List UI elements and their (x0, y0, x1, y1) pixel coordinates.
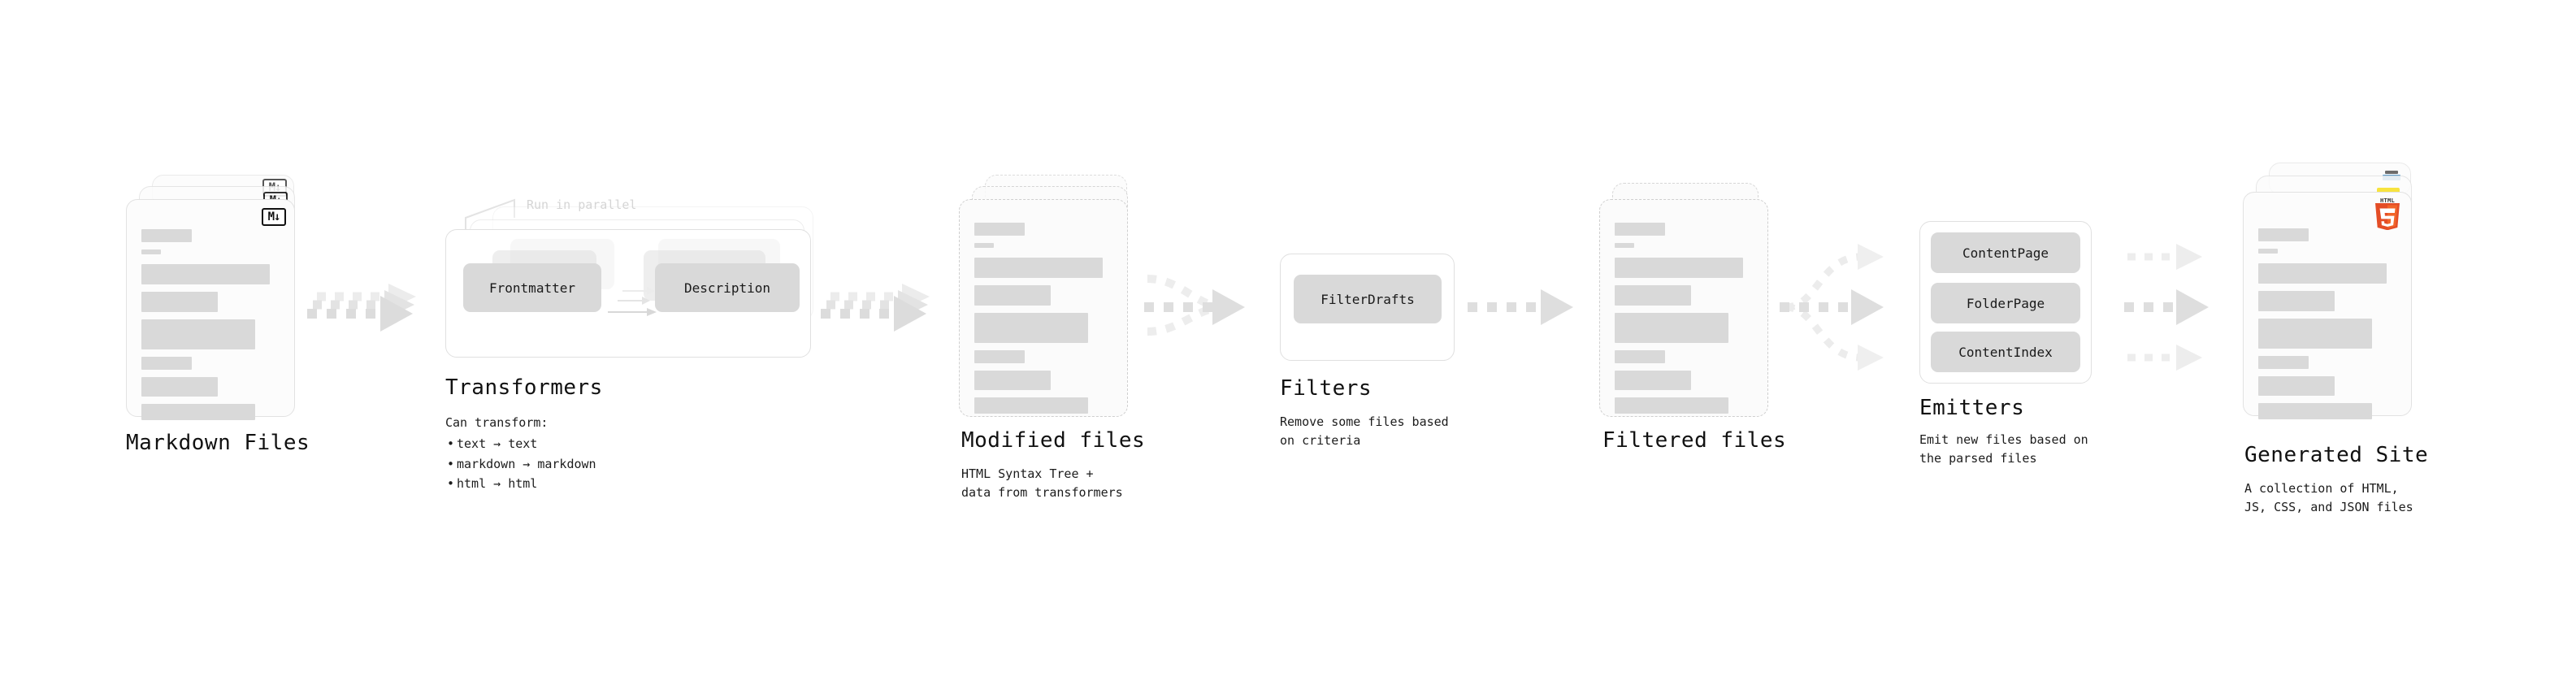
capability-item: markdown → markdown (445, 454, 596, 475)
arrow-markdown-to-transformers (307, 284, 416, 332)
content-bar (1615, 350, 1665, 363)
content-bar (141, 292, 218, 312)
content-bar (974, 223, 1025, 236)
markdown-doc-stack: M↓ M↓ M↓ (126, 175, 301, 420)
content-bar (2258, 319, 2372, 349)
content-bar (974, 397, 1088, 414)
content-bar (974, 243, 994, 248)
doc-sheet-front (959, 199, 1128, 417)
content-bar (1615, 243, 1634, 248)
pill-label: FolderPage (1966, 295, 2045, 311)
generated-doc-stack: HTML (2243, 163, 2418, 423)
content-bar (141, 264, 270, 284)
emitter-pill-folderpage[interactable]: FolderPage (1931, 283, 2080, 323)
transformers-capabilities: Can transform: text → text markdown → ma… (445, 413, 596, 493)
stage-title-transformers: Transformers (445, 375, 603, 400)
content-bar (141, 404, 255, 420)
content-bar (1615, 397, 1728, 414)
arrow-filters-to-filtered (1468, 289, 1573, 325)
stage-title-generated-site: Generated Site (2244, 443, 2429, 467)
content-bar (2258, 403, 2372, 419)
transformer-pill-description[interactable]: Description (655, 263, 800, 312)
arrow-transformers-to-modified (821, 284, 930, 332)
content-bar (1615, 223, 1665, 236)
stage-title-markdown-files: Markdown Files (126, 431, 310, 455)
content-bar (1615, 258, 1743, 278)
content-bar (2258, 356, 2309, 369)
arrow-filtered-to-emitters (1780, 244, 1884, 371)
doc-content-lines (141, 229, 281, 427)
capability-item: html → html (445, 474, 596, 494)
stage-title-filtered-files: Filtered files (1602, 428, 1787, 453)
stage-title-filters: Filters (1280, 376, 1373, 401)
content-bar (974, 313, 1088, 343)
capability-item: text → text (445, 434, 596, 454)
arrow-emitters-to-site (2124, 244, 2209, 371)
content-bar (974, 285, 1051, 306)
stage-modified-files (959, 175, 1134, 419)
pill-label: ContentPage (1962, 245, 2049, 261)
stage-transformers: Frontmatter Description (445, 195, 827, 358)
emitter-pill-contentindex[interactable]: ContentIndex (1931, 332, 2080, 372)
content-bar (141, 249, 161, 254)
content-bar (1615, 313, 1728, 343)
content-bar (2258, 376, 2335, 396)
content-bar (2258, 228, 2309, 241)
content-bar (141, 357, 192, 370)
html5-wordmark: HTML (2379, 197, 2396, 204)
stage-filtered-files (1599, 175, 1774, 419)
content-bar (1615, 371, 1691, 390)
content-bar (141, 229, 192, 242)
stage-subtitle-emitters: Emit new files based on the parsed files (1919, 432, 2088, 466)
run-in-parallel-label: Run in parallel (527, 197, 637, 212)
doc-content-lines (2258, 228, 2398, 427)
stage-subtitle-filters: Remove some files based on criteria (1280, 414, 1449, 449)
content-bar (974, 371, 1051, 390)
pill-label: Frontmatter (489, 280, 575, 296)
stage-subtitle-generated-site: A collection of HTML, JS, CSS, and JSON … (2244, 481, 2413, 515)
html5-icon: HTML (2374, 197, 2401, 230)
modified-doc-stack (959, 175, 1134, 419)
doc-content-lines (1615, 223, 1754, 421)
content-bar (2258, 291, 2335, 311)
stage-title-modified-files: Modified files (961, 428, 1146, 453)
content-bar (974, 258, 1103, 278)
html5-shield (2375, 203, 2400, 230)
stage-markdown-files: M↓ M↓ M↓ (126, 175, 301, 420)
markdown-icon: M↓ (262, 208, 286, 226)
emitter-pill-contentpage[interactable]: ContentPage (1931, 232, 2080, 273)
doc-sheet-front (1599, 199, 1768, 417)
pill-label: Description (684, 280, 770, 296)
filter-pill-filterdrafts[interactable]: FilterDrafts (1294, 275, 1442, 323)
stage-title-emitters: Emitters (1919, 396, 2025, 420)
doc-content-lines (974, 223, 1114, 421)
filtered-doc-stack (1599, 175, 1774, 419)
pill-label: ContentIndex (1958, 344, 2053, 360)
capabilities-header: Can transform: (445, 415, 549, 430)
content-bar (1615, 285, 1691, 306)
capabilities-list: text → text markdown → markdown html → h… (445, 434, 596, 493)
content-bar (2258, 263, 2387, 284)
arrow-modified-to-filters (1144, 275, 1245, 336)
transformer-inner-arrows (608, 287, 657, 316)
content-bar (974, 350, 1025, 363)
doc-sheet-front: HTML (2243, 192, 2412, 419)
content-bar (141, 319, 255, 349)
doc-sheet-front: M↓ (126, 199, 295, 420)
content-bar (2258, 249, 2278, 254)
stage-subtitle-modified-files: HTML Syntax Tree + data from transformer… (961, 466, 1123, 501)
content-bar (141, 377, 218, 397)
pill-label: FilterDrafts (1321, 291, 1415, 307)
stage-generated-site: HTML (2243, 163, 2418, 423)
transformer-pill-frontmatter[interactable]: Frontmatter (463, 263, 601, 312)
